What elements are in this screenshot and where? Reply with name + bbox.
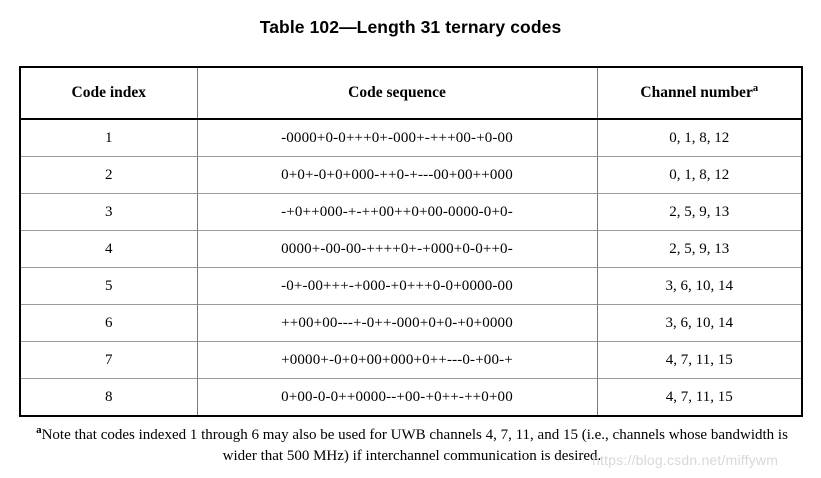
footnote-marker-header: a	[752, 82, 759, 94]
cell-code-sequence: 0000+-00-00-++++0+-+000+0-0++0-	[196, 230, 598, 268]
column-header-code-sequence: Code sequence	[196, 67, 598, 120]
table-header: Code index Code sequence Channel numbera	[20, 67, 802, 120]
cell-code-sequence: -0000+0-0+++0+-000+-+++00-+0-00	[196, 119, 598, 157]
cell-channel-number: 4, 7, 11, 15	[596, 378, 802, 416]
column-header-channel-number-label: Channel number	[640, 84, 753, 101]
ternary-codes-table: Code index Code sequence Channel numbera…	[19, 66, 803, 417]
footnote: aNote that codes indexed 1 through 6 may…	[28, 425, 796, 467]
cell-code-index: 4	[20, 230, 198, 268]
column-header-channel-number: Channel numbera	[596, 67, 802, 120]
cell-code-index: 1	[20, 119, 198, 157]
cell-channel-number: 2, 5, 9, 13	[596, 193, 802, 231]
cell-code-index: 7	[20, 341, 198, 379]
cell-code-sequence: -0+-00+++-+000-+0+++0-0+0000-00	[196, 267, 598, 305]
cell-code-index: 3	[20, 193, 198, 231]
cell-channel-number: 0, 1, 8, 12	[596, 119, 802, 157]
cell-code-index: 6	[20, 304, 198, 342]
cell-code-index: 5	[20, 267, 198, 305]
cell-code-sequence: -+0++000-+-++00++0+00-0000-0+0-	[196, 193, 598, 231]
cell-channel-number: 0, 1, 8, 12	[596, 156, 802, 194]
cell-code-sequence: 0+0+-0+0+000-++0-+---00+00++000	[196, 156, 598, 194]
table-row: 3-+0++000-+-++00++0+00-0000-0+0-2, 5, 9,…	[20, 193, 802, 231]
cell-code-sequence: +0000+-0+0+00+000+0++---0-+00-+	[196, 341, 598, 379]
cell-code-sequence: 0+00-0-0++0000--+00-+0++-++0+00	[196, 378, 598, 416]
cell-channel-number: 3, 6, 10, 14	[596, 304, 802, 342]
cell-code-index: 8	[20, 378, 198, 416]
table-container: Code index Code sequence Channel numbera…	[19, 66, 803, 417]
cell-channel-number: 3, 6, 10, 14	[596, 267, 802, 305]
column-header-code-index: Code index	[20, 67, 198, 120]
cell-channel-number: 4, 7, 11, 15	[596, 341, 802, 379]
table-header-row: Code index Code sequence Channel numbera	[20, 67, 802, 120]
cell-code-sequence: ++00+00---+-0++-000+0+0-+0+0000	[196, 304, 598, 342]
page-title: Table 102—Length 31 ternary codes	[259, 17, 562, 37]
cell-channel-number: 2, 5, 9, 13	[596, 230, 802, 268]
cell-code-index: 2	[20, 156, 198, 194]
footnote-marker: a	[36, 424, 42, 436]
footnote-text: Note that codes indexed 1 through 6 may …	[41, 427, 788, 464]
table-row: 7+0000+-0+0+00+000+0++---0-+00-+4, 7, 11…	[20, 341, 802, 379]
